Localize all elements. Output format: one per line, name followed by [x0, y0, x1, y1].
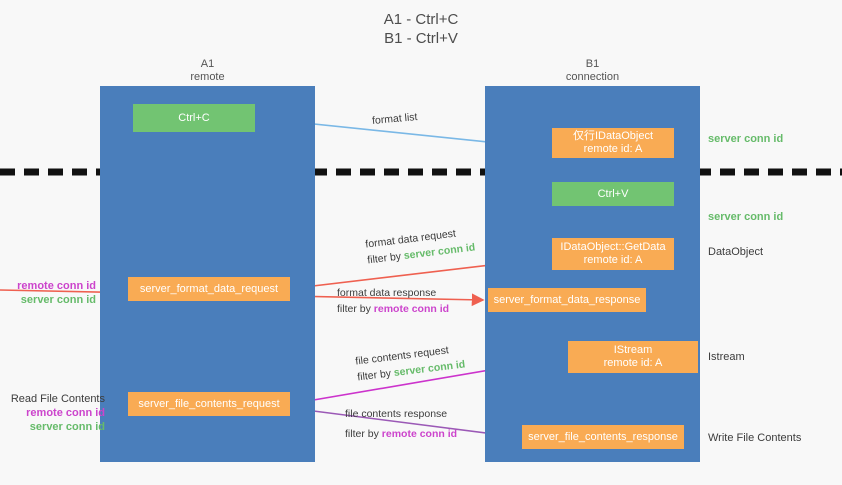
filter-prefix: filter by — [345, 428, 382, 440]
arrow-label-file-contents-response-title: file contents response — [345, 408, 448, 420]
filter-prefix: filter by — [356, 367, 395, 384]
node-idataobject[interactable]: 仅行IDataObject remote id: A — [552, 128, 674, 158]
filter-prefix: filter by — [337, 303, 374, 315]
label-server-conn-id-mid: server conn id — [708, 211, 784, 223]
node-istream[interactable]: IStream remote id: A — [568, 341, 698, 373]
arrow-label-file-contents-response-filter: filter by remote conn id — [345, 426, 457, 442]
node-server-format-data-response[interactable]: server_format_data_response — [488, 288, 646, 312]
node-server-file-contents-request[interactable]: server_file_contents_request — [128, 392, 290, 416]
page-title: A1 - Ctrl+C B1 - Ctrl+V — [383, 11, 459, 47]
label-remote-conn-id-1: remote conn id — [17, 280, 96, 292]
arrow-label-format-data-response-filter: filter by remote conn id — [337, 301, 449, 317]
label-server-conn-id-2: server conn id — [29, 421, 105, 433]
node-ctrl-v[interactable]: Ctrl+V — [552, 182, 674, 206]
node-idataobject-getdata[interactable]: IDataObject::GetData remote id: A — [552, 238, 674, 270]
filter-key-remote-conn-id: remote conn id — [373, 303, 450, 315]
label-remote-conn-id-2: remote conn id — [26, 407, 105, 419]
label-write-file-contents: Write File Contents — [708, 432, 802, 444]
label-server-conn-id-top: server conn id — [708, 133, 784, 145]
node-server-file-contents-response[interactable]: server_file_contents_response — [522, 425, 684, 449]
column-header-a1: A1 remote — [190, 58, 225, 83]
label-group-read-file-contents: Read File Contents remote conn id server… — [0, 392, 105, 434]
node-server-format-data-request[interactable]: server_format_data_request — [128, 277, 290, 301]
label-server-conn-id-1: server conn id — [20, 294, 96, 306]
label-dataobject: DataObject — [708, 246, 764, 258]
node-ctrl-c[interactable]: Ctrl+C — [133, 104, 255, 132]
arrow-label-format-data-response: format data response filter by remote co… — [337, 285, 449, 317]
filter-prefix: filter by — [366, 250, 405, 267]
arrow-label-file-contents-response: file contents response filter by remote … — [345, 406, 457, 442]
column-header-b1: B1 connection — [565, 58, 620, 83]
label-istream: Istream — [708, 351, 745, 363]
label-read-file-contents: Read File Contents — [10, 393, 105, 405]
arrow-file-contents-response — [289, 407, 519, 442]
label-group-format-conn-ids: remote conn id server conn id — [0, 279, 96, 307]
arrow-label-format-data-response-title: format data response — [337, 287, 437, 299]
filter-key-remote-conn-id: remote conn id — [381, 428, 458, 440]
